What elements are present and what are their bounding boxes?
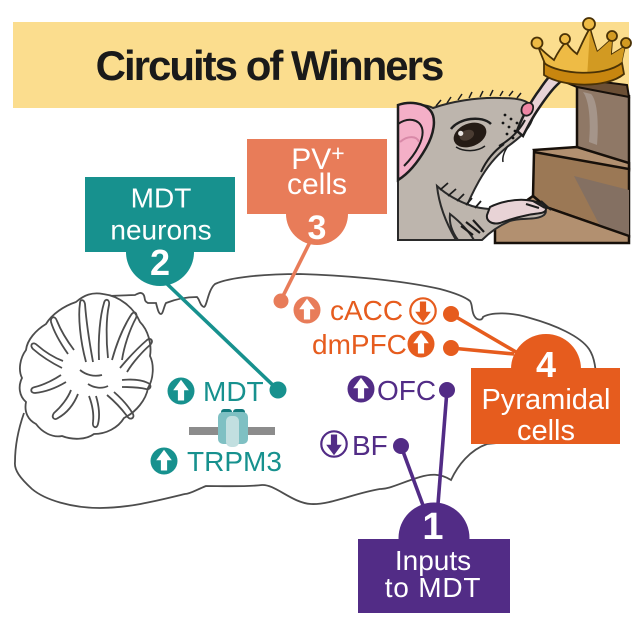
svg-text:TRPM3: TRPM3	[187, 446, 282, 477]
svg-text:Pyramidal: Pyramidal	[482, 384, 611, 416]
svg-text:to MDT: to MDT	[385, 572, 482, 603]
svg-text:Circuits of Winners: Circuits of Winners	[96, 42, 443, 89]
svg-text:BF: BF	[352, 430, 388, 461]
svg-text:neurons: neurons	[110, 215, 211, 246]
svg-text:cells: cells	[517, 415, 575, 447]
svg-text:2: 2	[150, 242, 170, 283]
svg-text:OFC: OFC	[377, 375, 436, 406]
svg-text:PV+: PV+	[291, 140, 344, 176]
svg-text:MDT: MDT	[203, 376, 264, 407]
svg-text:dmPFC: dmPFC	[312, 329, 407, 360]
svg-text:3: 3	[308, 209, 327, 247]
svg-text:MDT: MDT	[131, 183, 192, 214]
svg-text:4: 4	[536, 344, 556, 385]
svg-text:cACC: cACC	[330, 295, 403, 326]
svg-text:1: 1	[422, 506, 443, 548]
svg-text:cells: cells	[287, 168, 347, 201]
svg-text:Inputs: Inputs	[395, 545, 471, 576]
